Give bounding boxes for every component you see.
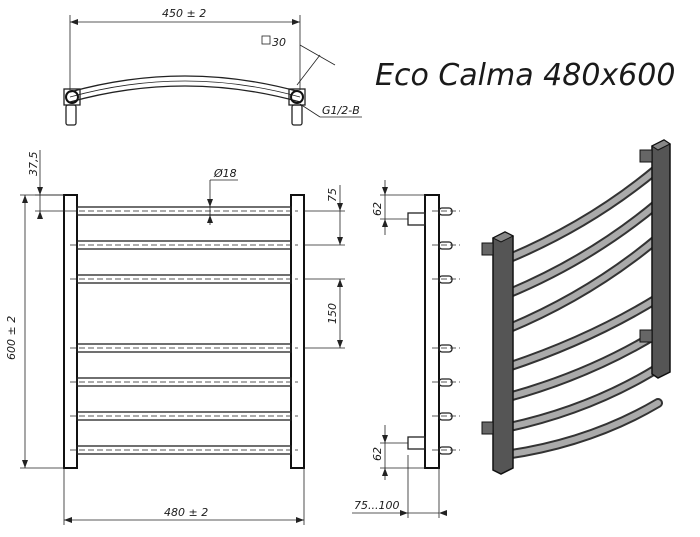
- side-rung-stubs: [432, 207, 460, 455]
- offset-top-label: 37,5: [27, 152, 40, 177]
- side-view: 62 62 75...100: [352, 180, 460, 518]
- wall-distance-label: 75...100: [354, 499, 399, 512]
- top-view: 450 ± 2 30 G1/2-B: [63, 7, 362, 126]
- width-label: 480 ± 2: [164, 506, 208, 519]
- side-62-top-label: 62: [371, 202, 384, 216]
- side-62-bottom-label: 62: [371, 447, 384, 461]
- gap-75-label: 75: [326, 188, 339, 202]
- height-label: 600 ± 2: [5, 316, 18, 360]
- product-title: Eco Calma 480x600: [375, 58, 675, 93]
- front-rungs: [70, 206, 298, 455]
- perspective-rungs: [500, 163, 663, 460]
- gap-150-label: 150: [326, 303, 339, 324]
- thread-label: G1/2-B: [322, 104, 360, 117]
- tube-diameter-label: Ø18: [213, 167, 237, 180]
- top-width-label: 450 ± 2: [162, 7, 206, 20]
- perspective-view: [481, 139, 671, 475]
- square-label: 30: [272, 36, 286, 49]
- front-view: 600 ± 2 37,5 Ø18 75 150 480 ±: [5, 150, 345, 525]
